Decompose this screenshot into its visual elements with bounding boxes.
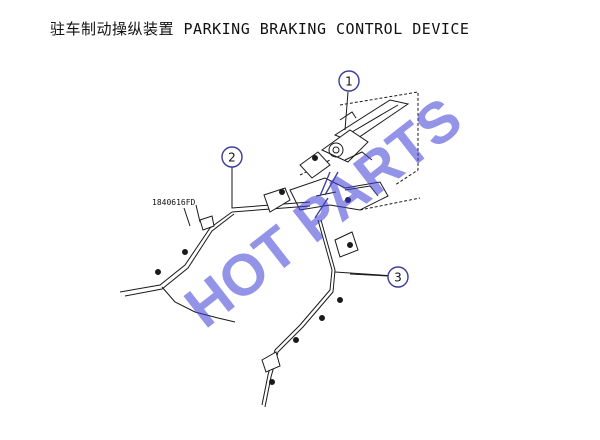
callout-2: 2: [221, 146, 243, 168]
dashed-outline-top: [339, 91, 419, 186]
callout-2-number: 2: [228, 151, 236, 165]
leader-line-part-code: [183, 204, 201, 227]
callout-1: 1: [338, 70, 360, 92]
callout-3: 3: [387, 266, 409, 288]
leader-line-3: [349, 273, 389, 277]
drawing-lines: [119, 91, 421, 408]
equalizer-bracket: [289, 177, 389, 211]
callout-3-number: 3: [394, 271, 402, 285]
hand-brake-lever: [299, 99, 410, 179]
link-rod: [319, 171, 339, 197]
link-rod-lower: [314, 197, 329, 219]
fasteners: [155, 155, 353, 385]
leader-line-1: [344, 91, 349, 131]
cable-left-rear: [119, 170, 311, 323]
callout-1-number: 1: [345, 75, 353, 89]
part-code-label: 1840616FD: [152, 198, 196, 207]
watermark-text: HOT PARTS: [173, 85, 474, 340]
page-title: 驻车制动操纵装置 PARKING BRAKING CONTROL DEVICE: [50, 20, 470, 38]
cable-right-rear: [261, 219, 396, 408]
